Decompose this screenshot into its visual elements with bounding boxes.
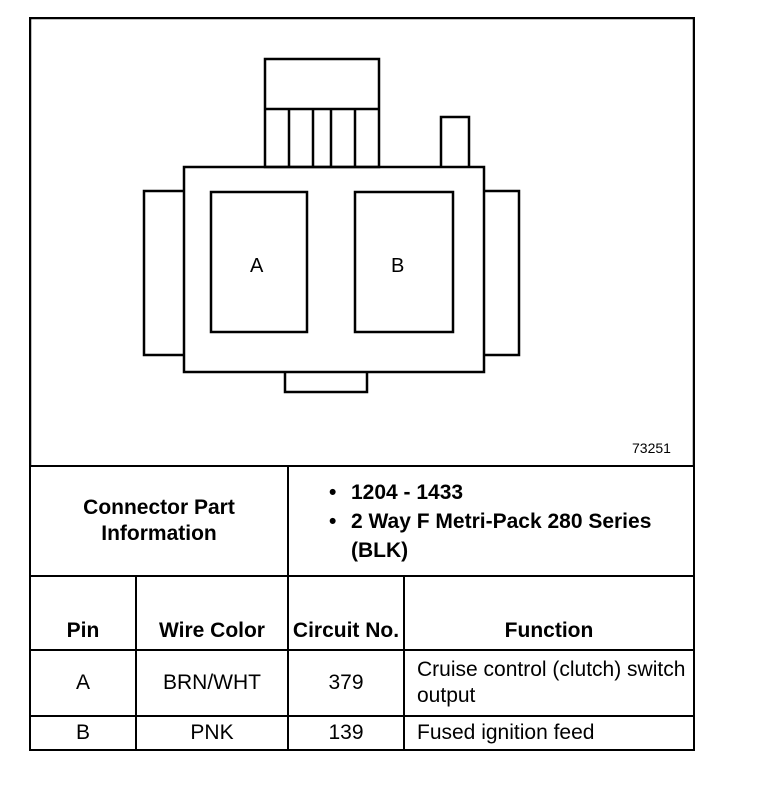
drawing-border: [29, 17, 695, 467]
diagram-frame: A B: [29, 17, 695, 747]
table-row: B PNK 139 Fused ignition feed: [29, 715, 695, 751]
circuit-cell: 379: [287, 649, 405, 717]
pin-cell: A: [29, 649, 137, 717]
connector-latch: [263, 57, 381, 169]
connector-left-wing: [142, 189, 184, 357]
pin-cell: B: [29, 715, 137, 751]
circuit-cell: 139: [287, 715, 405, 751]
pin-cavity-a: [209, 190, 309, 334]
connector-info-table: Connector Part Information 1204 - 1433 2…: [29, 465, 695, 751]
header-pin: Pin: [29, 575, 137, 651]
connector-part-info: 1204 - 1433 2 Way F Metri-Pack 280 Serie…: [287, 465, 695, 577]
connector-drawing: [29, 17, 695, 467]
header-wire-color: Wire Color: [135, 575, 289, 651]
figure-number: 73251: [632, 440, 671, 456]
connector-part-label: Connector Part Information: [29, 465, 289, 577]
wire-color-cell: BRN/WHT: [135, 649, 289, 717]
connector-part-row: Connector Part Information 1204 - 1433 2…: [29, 465, 695, 577]
header-function: Function: [403, 575, 695, 651]
table-row: A BRN/WHT 379 Cruise control (clutch) sw…: [29, 649, 695, 717]
function-cell: Fused ignition feed: [403, 715, 695, 751]
table-header-row: Pin Wire Color Circuit No. Function: [29, 575, 695, 651]
connector-part-number: 1204 - 1433: [329, 478, 693, 507]
pin-label-a: A: [250, 255, 264, 277]
connector-bottom-tab: [283, 372, 369, 394]
connector-part-type: 2 Way F Metri-Pack 280 Series (BLK): [329, 507, 693, 565]
function-cell: Cruise control (clutch) switch output: [403, 649, 695, 717]
wire-color-cell: PNK: [135, 715, 289, 751]
connector-key-tab: [439, 115, 471, 167]
pin-cavity-b: [353, 190, 455, 334]
header-circuit-no: Circuit No.: [287, 575, 405, 651]
connector-right-wing: [484, 189, 521, 357]
pin-label-b: B: [391, 255, 405, 277]
connector-body: [182, 165, 486, 374]
